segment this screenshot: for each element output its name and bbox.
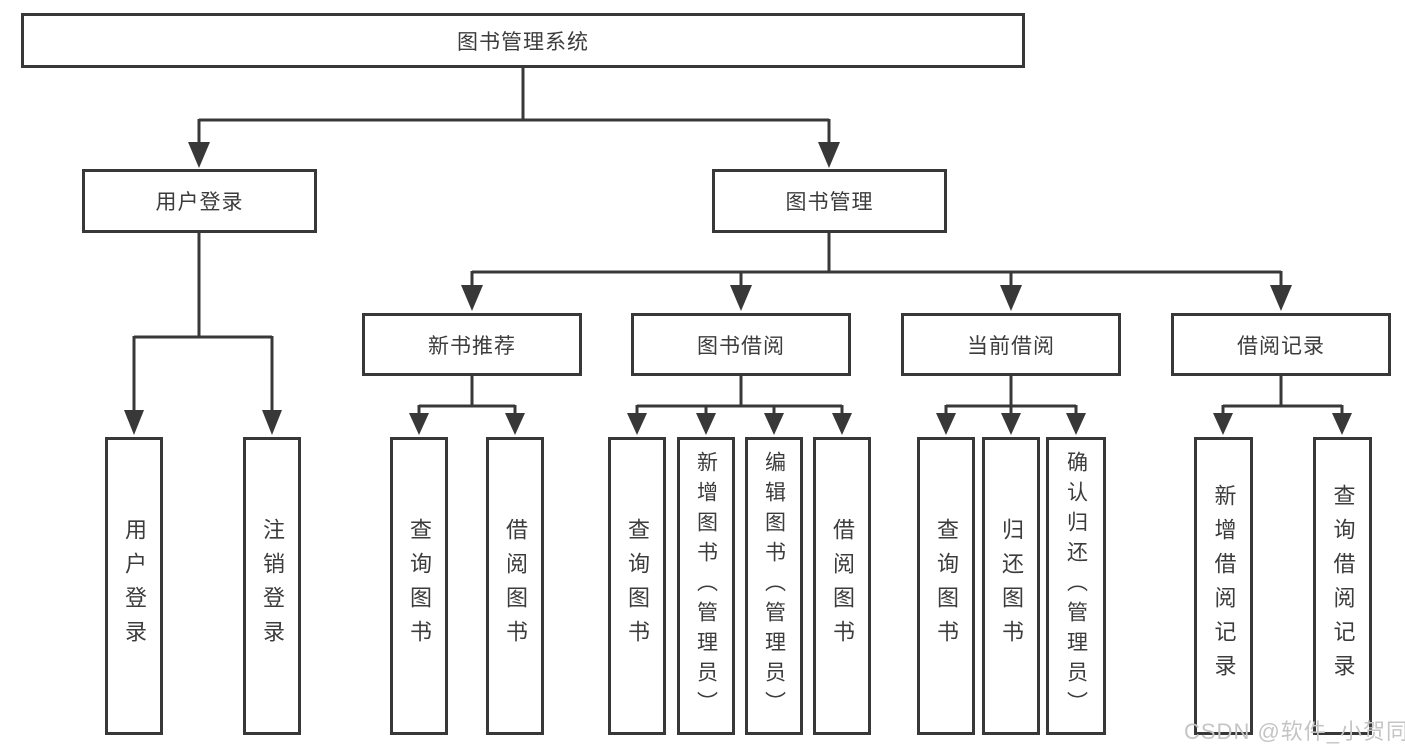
node-book-management: 图书管理 — [712, 169, 947, 233]
leaf-borrow-query-books: 查询图书 — [608, 437, 666, 735]
leaf-logout: 注销登录 — [243, 437, 301, 735]
leaf-label: 借阅图书 — [503, 518, 528, 654]
leaf-label: 新增图书（管理员） — [694, 451, 718, 721]
node-current-borrowing: 当前借阅 — [901, 313, 1121, 376]
leaf-label: 确认归还（管理员） — [1064, 451, 1088, 721]
node-book-borrowing: 图书借阅 — [631, 313, 851, 376]
node-user-login: 用户登录 — [82, 169, 317, 233]
leaf-label: 查询借阅记录 — [1330, 484, 1356, 688]
leaf-label: 查询图书 — [407, 518, 432, 654]
leaf-user-login: 用户登录 — [105, 437, 163, 735]
leaf-records-add-record: 新增借阅记录 — [1194, 437, 1253, 735]
leaf-current-confirm-return-admin: 确认归还（管理员） — [1046, 437, 1106, 735]
leaf-label: 注销登录 — [260, 518, 285, 654]
leaf-borrow-add-books-admin: 新增图书（管理员） — [677, 437, 735, 735]
leaf-recommend-query-books: 查询图书 — [390, 437, 448, 735]
leaf-records-query-record: 查询借阅记录 — [1313, 437, 1372, 735]
leaf-label: 借阅图书 — [830, 518, 855, 654]
leaf-borrow-borrow-books: 借阅图书 — [813, 437, 871, 735]
leaf-label: 新增借阅记录 — [1211, 484, 1237, 688]
csdn-watermark: CSDN @软件_小贺同学 — [1184, 719, 1405, 744]
leaf-label: 用户登录 — [122, 518, 147, 654]
node-borrowing-records: 借阅记录 — [1171, 313, 1391, 376]
leaf-current-query-books: 查询图书 — [917, 437, 975, 735]
leaf-current-return-books: 归还图书 — [982, 437, 1040, 735]
leaf-recommend-borrow-books: 借阅图书 — [486, 437, 544, 735]
leaf-label: 查询图书 — [934, 518, 959, 654]
leaf-borrow-edit-books-admin: 编辑图书（管理员） — [745, 437, 803, 735]
node-root-system: 图书管理系统 — [21, 13, 1025, 68]
leaf-label: 查询图书 — [625, 518, 650, 654]
leaf-label: 编辑图书（管理员） — [762, 451, 786, 721]
node-new-book-recommendation: 新书推荐 — [362, 313, 582, 376]
leaf-label: 归还图书 — [999, 518, 1024, 654]
